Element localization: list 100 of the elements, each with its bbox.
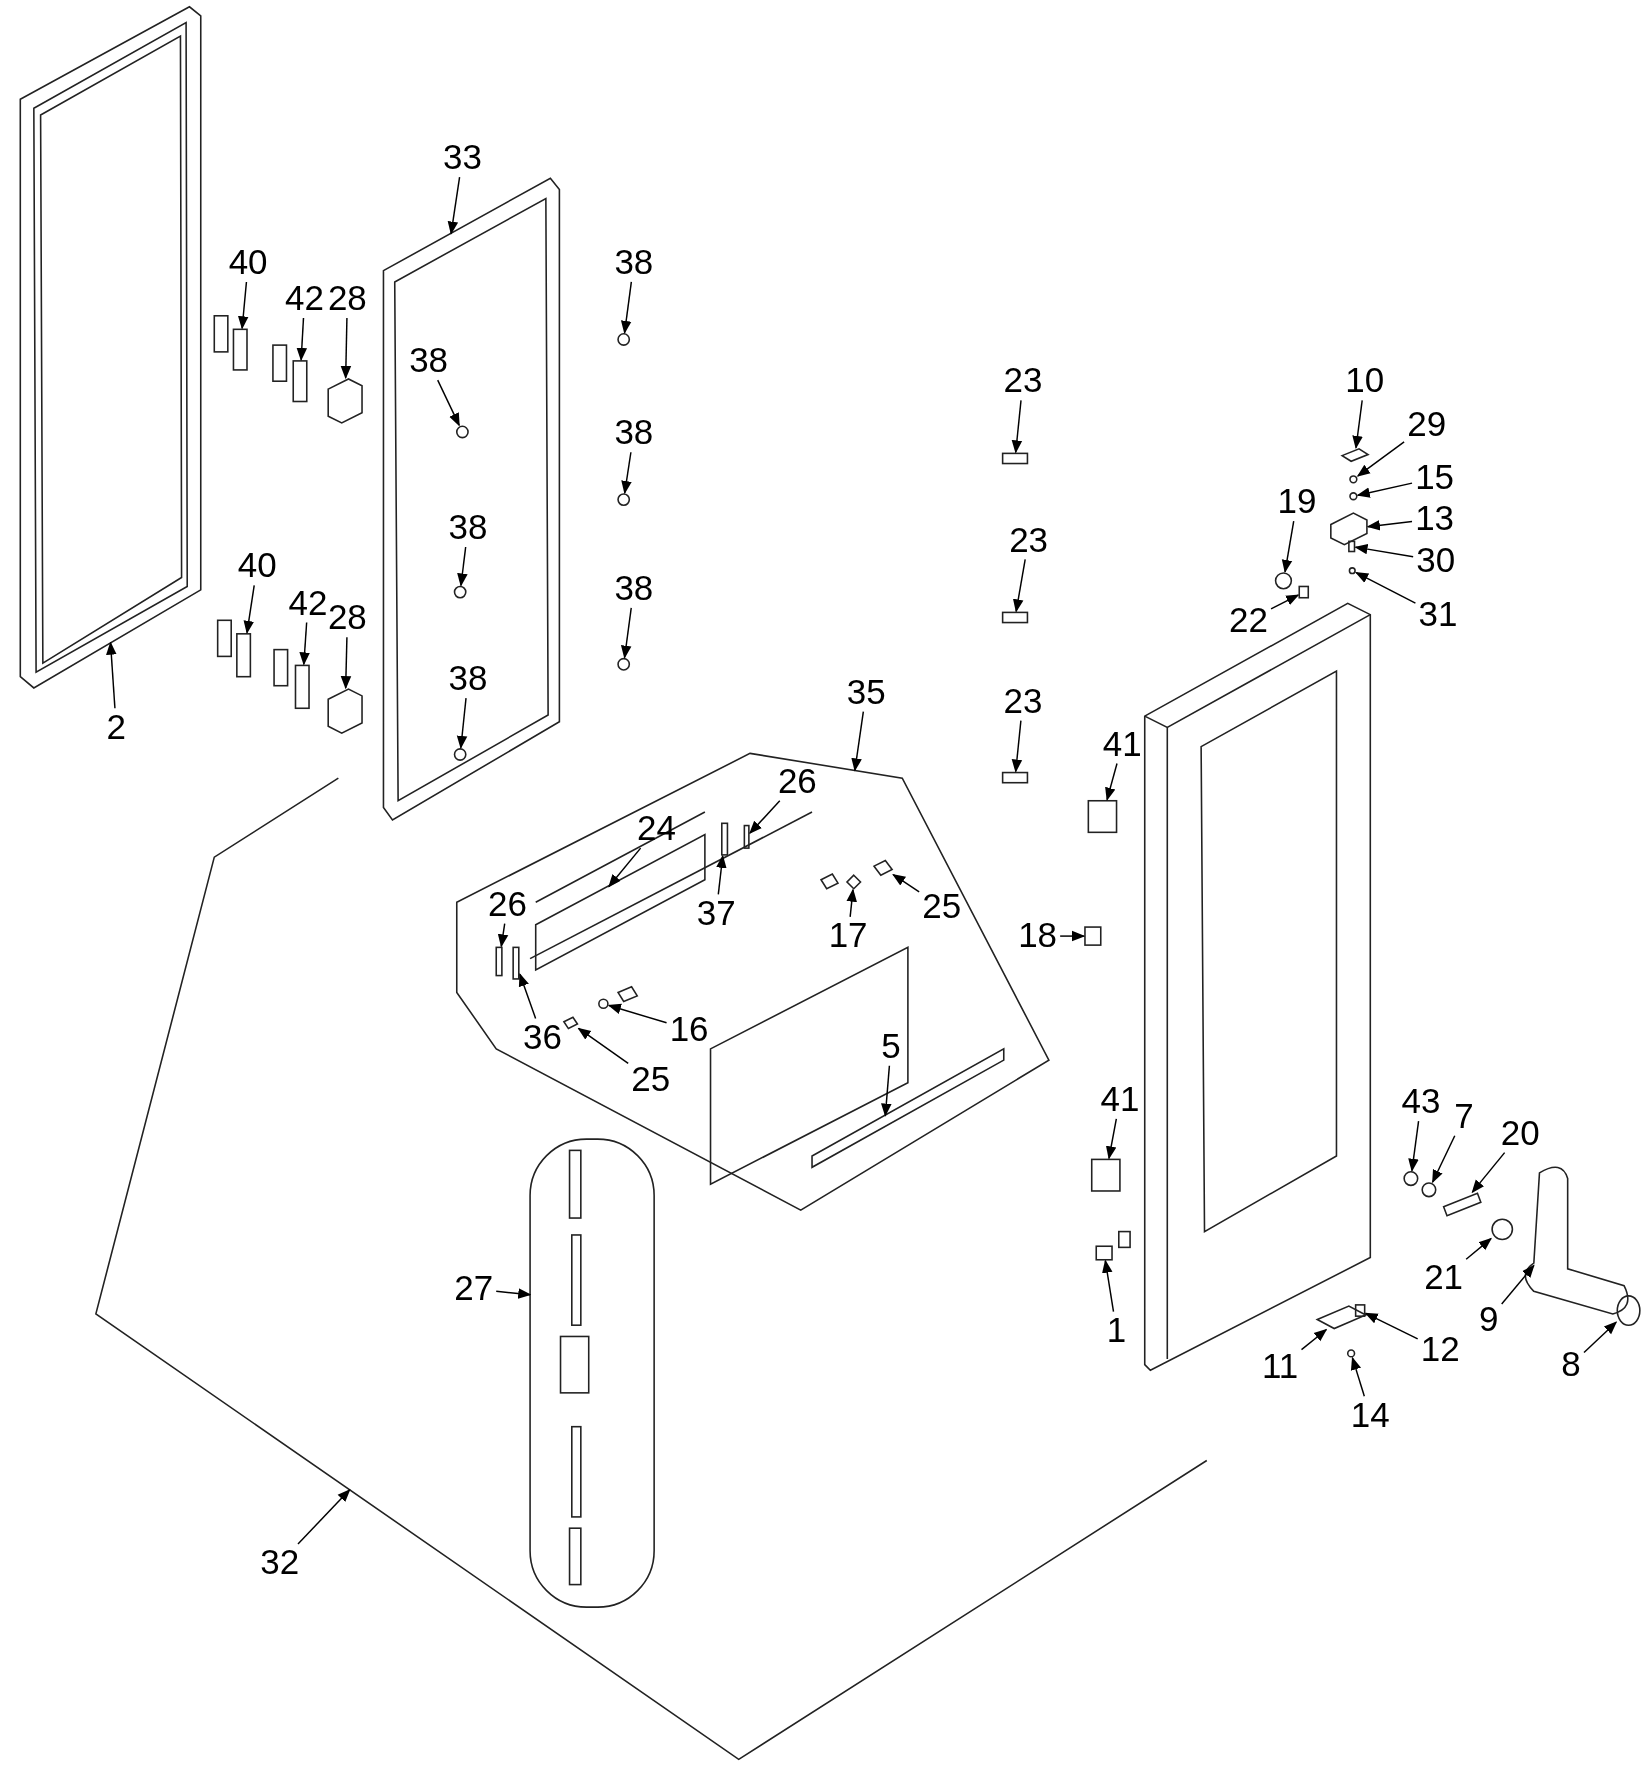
callout-number: 21 [1424,1259,1464,1296]
leader-line [296,317,308,362]
leader-line [1471,1151,1506,1194]
leader-line [456,697,468,750]
leader-line [243,584,255,634]
callout-number: 41 [1100,1081,1140,1118]
leader-line [577,1027,629,1065]
callout-number: 36 [523,1019,562,1056]
leader-line [1500,1264,1535,1305]
bolt-drawing [1442,1192,1482,1217]
hinge-bracket-drawing [327,688,363,734]
frame-drawing [382,177,561,821]
plate-drawing [1340,448,1370,463]
hinge-drawing [1330,512,1368,546]
leader-line [892,873,920,893]
leader-line [436,379,460,427]
leader-line [1105,1118,1118,1160]
callout-number: 8 [1561,1346,1581,1383]
plate-drawing [232,328,248,371]
leader-line [238,281,249,330]
screw-drawing [1349,475,1358,484]
callout-number: 1 [1106,1312,1127,1349]
callout-number: 42 [285,280,324,317]
leader-line [495,1288,532,1299]
stud-drawing [617,657,631,671]
callout-number: 23 [1003,363,1043,400]
leader-line [749,800,781,835]
callout-number: 13 [1415,500,1455,537]
leader-line [340,317,352,380]
hinge-drawing [1315,1305,1368,1330]
plate-drawing [294,664,310,710]
callout-number: 5 [881,1028,901,1065]
callout-number: 15 [1415,460,1455,497]
callout-number: 33 [442,139,482,176]
callout-number: 16 [669,1011,709,1048]
callout-number: 30 [1416,542,1456,579]
callout-number: 9 [1479,1301,1499,1338]
leader-line [1105,762,1118,801]
frame-drawing [19,5,202,689]
callout-number: 31 [1418,596,1458,633]
callout-number: 17 [828,918,868,955]
stud-drawing [617,493,631,507]
callout-number: 14 [1350,1397,1390,1434]
leader-line [1364,1312,1419,1340]
leader-line [1356,441,1405,477]
callout-number: 2 [106,709,126,746]
leader-line [297,1488,351,1545]
leader-line [1408,1120,1420,1172]
leader-line [846,888,857,918]
leader-line [1300,1328,1328,1351]
callout-number: 11 [1261,1348,1299,1385]
callout-number: 25 [922,888,962,925]
cap-drawing [1274,572,1293,590]
callout-number: 38 [614,244,654,281]
callout-number: 25 [631,1061,671,1098]
cap-drawing [1616,1295,1641,1326]
leader-line [1366,520,1413,531]
plate-drawing [1001,771,1029,784]
callout-number: 27 [454,1271,494,1308]
callout-number: 40 [237,548,277,585]
plate-drawing [236,633,252,678]
washer-drawing [1349,492,1358,501]
callout-number: 23 [1003,683,1043,720]
leader-line [1352,399,1363,450]
leader-line [1059,930,1086,942]
washer-drawing [1403,1171,1419,1187]
callout-number: 28 [327,600,367,637]
bushing-drawing [1491,1218,1514,1241]
leader-line [1465,1237,1492,1260]
leader-line [620,607,632,659]
callout-number: 29 [1407,407,1447,444]
callout-number: 18 [1018,918,1058,955]
callout-number: 38 [448,660,488,697]
washer-drawing [1421,1182,1437,1198]
pin-drawing [1354,1304,1366,1317]
leader-line [1270,594,1300,610]
leader-line [1011,719,1023,773]
leader-line [1356,482,1413,498]
screw-drawing [1348,567,1356,575]
leader-line [1102,1259,1115,1313]
stud-drawing [617,333,631,346]
leader-line [1431,1134,1456,1184]
plate-drawing [292,360,308,403]
leader-line [1354,543,1414,558]
leader-line [620,281,633,334]
leader-line [518,972,537,1020]
callout-number: 7 [1454,1098,1474,1135]
leader-line [1281,520,1295,574]
leader-line [851,710,865,772]
pin-drawing [1348,540,1356,553]
callout-number: 24 [636,810,676,847]
plate-drawing [1001,611,1029,624]
callout-number: 35 [846,674,886,711]
leader-line [299,621,310,666]
leader-line [1355,571,1417,604]
callout-number: 38 [614,570,654,607]
leader-line [106,641,117,709]
leader-line [1583,1321,1618,1354]
leader-line [716,854,727,896]
plate-drawing [1298,585,1310,599]
